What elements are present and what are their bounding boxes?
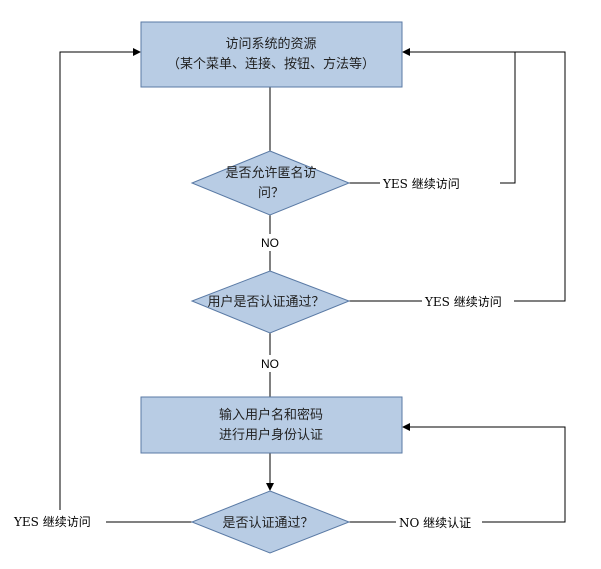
edge-pass-no-b xyxy=(402,423,566,523)
label-pass-no: NO 继续认证 xyxy=(399,516,471,530)
node-access-resource-line1: 访问系统的资源 xyxy=(225,36,316,52)
node-enter-credentials-line2: 进行用户身份认证 xyxy=(219,427,323,443)
node-user-authenticated xyxy=(190,270,351,334)
node-allow-anonymous-line2: 问？ xyxy=(258,186,284,201)
edge-pass-yes-b xyxy=(59,48,141,510)
node-auth-passed xyxy=(190,490,351,554)
label-auth-no: NO xyxy=(261,357,279,371)
edge-anon-yes-b xyxy=(500,52,516,184)
label-auth-yes: YES 继续访问 xyxy=(424,295,502,309)
node-allow-anonymous xyxy=(190,150,351,216)
node-enter-credentials xyxy=(140,396,403,454)
label-anon-yes: YES 继续访问 xyxy=(382,177,460,191)
node-access-resource-line2: （某个菜单、连接、按钮、方法等） xyxy=(167,56,375,72)
node-allow-anonymous-line1: 是否允许匿名访 xyxy=(225,165,316,181)
label-pass-yes: YES 继续访问 xyxy=(13,515,91,529)
node-auth-passed-text: 是否认证通过？ xyxy=(222,516,313,531)
edge-auth-yes-b xyxy=(402,48,566,302)
label-anon-no: NO xyxy=(261,236,279,250)
node-user-authenticated-text: 用户是否认证通过？ xyxy=(207,294,324,310)
node-enter-credentials-line1: 输入用户名和密码 xyxy=(219,407,323,423)
node-access-resource xyxy=(140,21,403,88)
